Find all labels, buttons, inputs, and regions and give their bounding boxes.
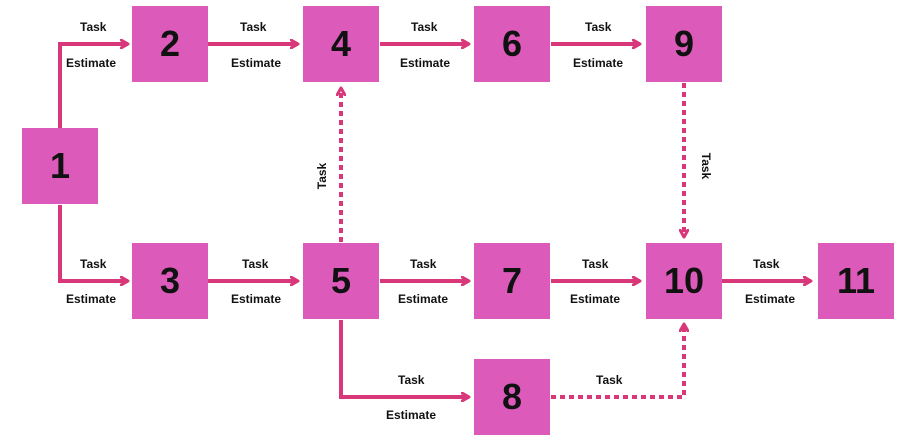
edge-label-task: Task (242, 257, 269, 271)
edge-label-task: Task (596, 373, 623, 387)
edge-label-task: Task (80, 257, 107, 271)
edge-label-estimate: Estimate (231, 56, 282, 70)
edge-label-task: Task (753, 257, 780, 271)
edge-label-estimate: Estimate (570, 292, 621, 306)
edge-label-task: Task (582, 257, 609, 271)
node-1: 1 (22, 128, 98, 204)
edge-label-estimate: Estimate (573, 56, 624, 70)
edge-label-estimate: Estimate (386, 408, 437, 422)
node-4: 4 (303, 6, 379, 82)
node-11: 11 (818, 243, 894, 319)
edge-label-estimate: Estimate (400, 56, 451, 70)
edge-5-8 (339, 320, 469, 397)
edge-1-2 (58, 44, 128, 128)
edge-label-estimate: Estimate (66, 292, 117, 306)
edge-label-task: Task (411, 20, 438, 34)
edge-label-task: Task (410, 257, 437, 271)
edge-label-task: Task (80, 20, 107, 34)
edge-label-task: Task (240, 20, 267, 34)
node-8: 8 (474, 359, 550, 435)
node-9: 9 (646, 6, 722, 82)
edge-label-task: Task (398, 373, 425, 387)
node-6: 6 (474, 6, 550, 82)
edge-1-3 (58, 205, 128, 281)
edge-8-10 (551, 324, 684, 399)
node-10: 10 (646, 243, 722, 319)
edge-label-estimate: Estimate (398, 292, 449, 306)
node-7: 7 (474, 243, 550, 319)
node-2: 2 (132, 6, 208, 82)
edge-label-estimate: Estimate (745, 292, 796, 306)
node-5: 5 (303, 243, 379, 319)
edge-label-task-vertical: Task (699, 152, 714, 180)
edge-label-estimate: Estimate (231, 292, 282, 306)
edge-label-estimate: Estimate (66, 56, 117, 70)
edge-label-task: Task (585, 20, 612, 34)
node-3: 3 (132, 243, 208, 319)
edge-label-task-vertical: Task (315, 162, 330, 190)
